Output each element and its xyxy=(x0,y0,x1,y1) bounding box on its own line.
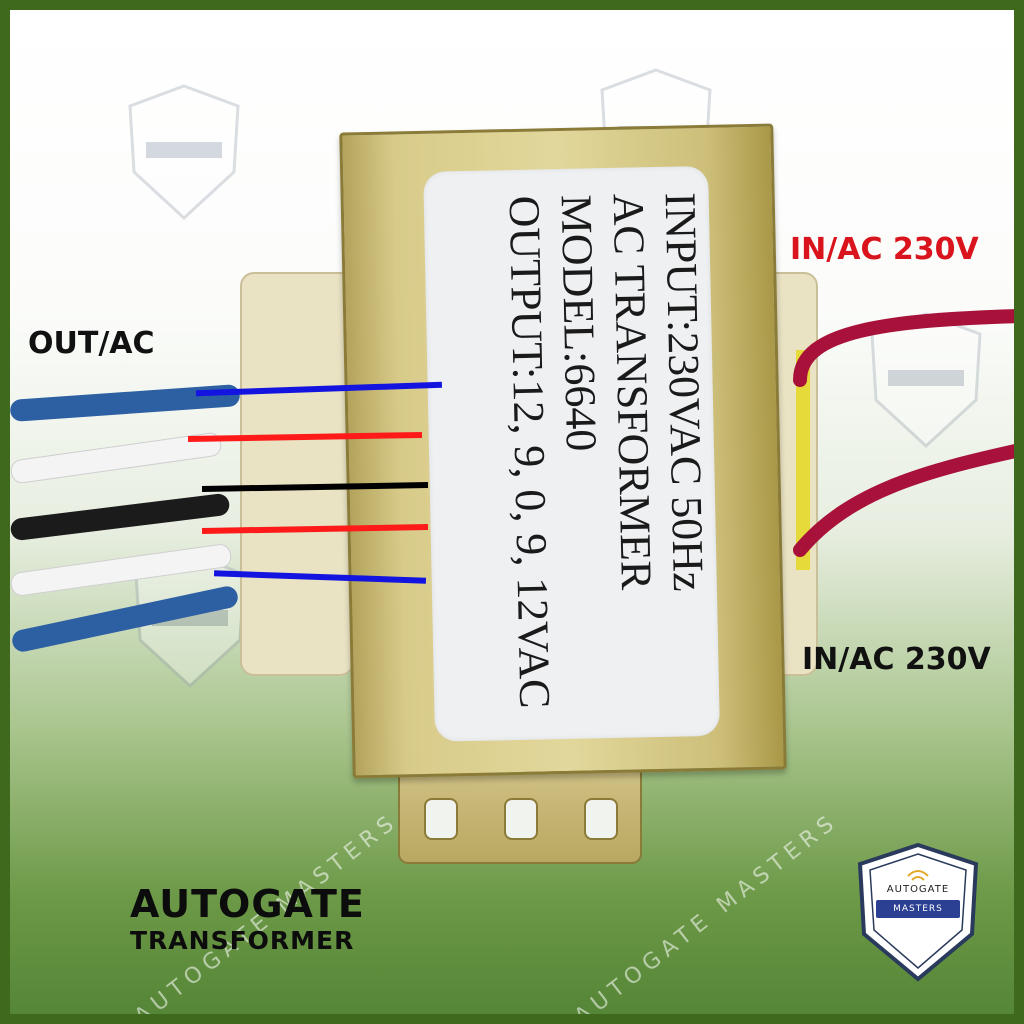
nameplate-line-model: MODEL:6640 xyxy=(551,194,607,452)
in-ac-label-top: IN/AC 230V xyxy=(790,232,979,267)
title-line-1: AUTOGATE xyxy=(130,882,365,926)
left-bobbin xyxy=(240,272,354,676)
logo-line-1: AUTOGATE xyxy=(886,884,950,895)
watermark-shield-icon xyxy=(870,312,982,449)
coil-winding xyxy=(796,350,810,570)
mounting-tab xyxy=(398,770,642,864)
mounting-slot xyxy=(504,798,538,840)
nameplate-line-output: OUTPUT:12, 9, 0, 9, 12VAC xyxy=(499,195,560,709)
out-ac-label: OUT/AC xyxy=(28,326,155,361)
nameplate-text: INPUT:230VAC 50Hz AC TRANSFORMER MODEL:6… xyxy=(498,192,717,709)
nameplate-line-type: AC TRANSFORMER xyxy=(603,193,661,591)
nameplate-line-input: INPUT:230VAC 50Hz xyxy=(655,191,713,593)
mounting-slot xyxy=(424,798,458,840)
title-line-2: TRANSFORMER xyxy=(130,926,355,955)
brand-logo: AUTOGATE MASTERS xyxy=(856,842,980,982)
transformer-body: INPUT:230VAC 50Hz AC TRANSFORMER MODEL:6… xyxy=(339,123,787,779)
mounting-slot xyxy=(584,798,618,840)
input-wires xyxy=(793,309,1014,557)
nameplate-label: INPUT:230VAC 50Hz AC TRANSFORMER MODEL:6… xyxy=(423,165,720,742)
in-ac-label-bottom: IN/AC 230V xyxy=(802,642,991,677)
watermark-shield-icon xyxy=(128,84,240,221)
logo-line-2: MASTERS xyxy=(876,900,960,918)
product-canvas: AUTOGATE MASTERS AUTOGATE MASTERS I xyxy=(10,10,1014,1014)
wire-black-0v xyxy=(10,492,231,542)
